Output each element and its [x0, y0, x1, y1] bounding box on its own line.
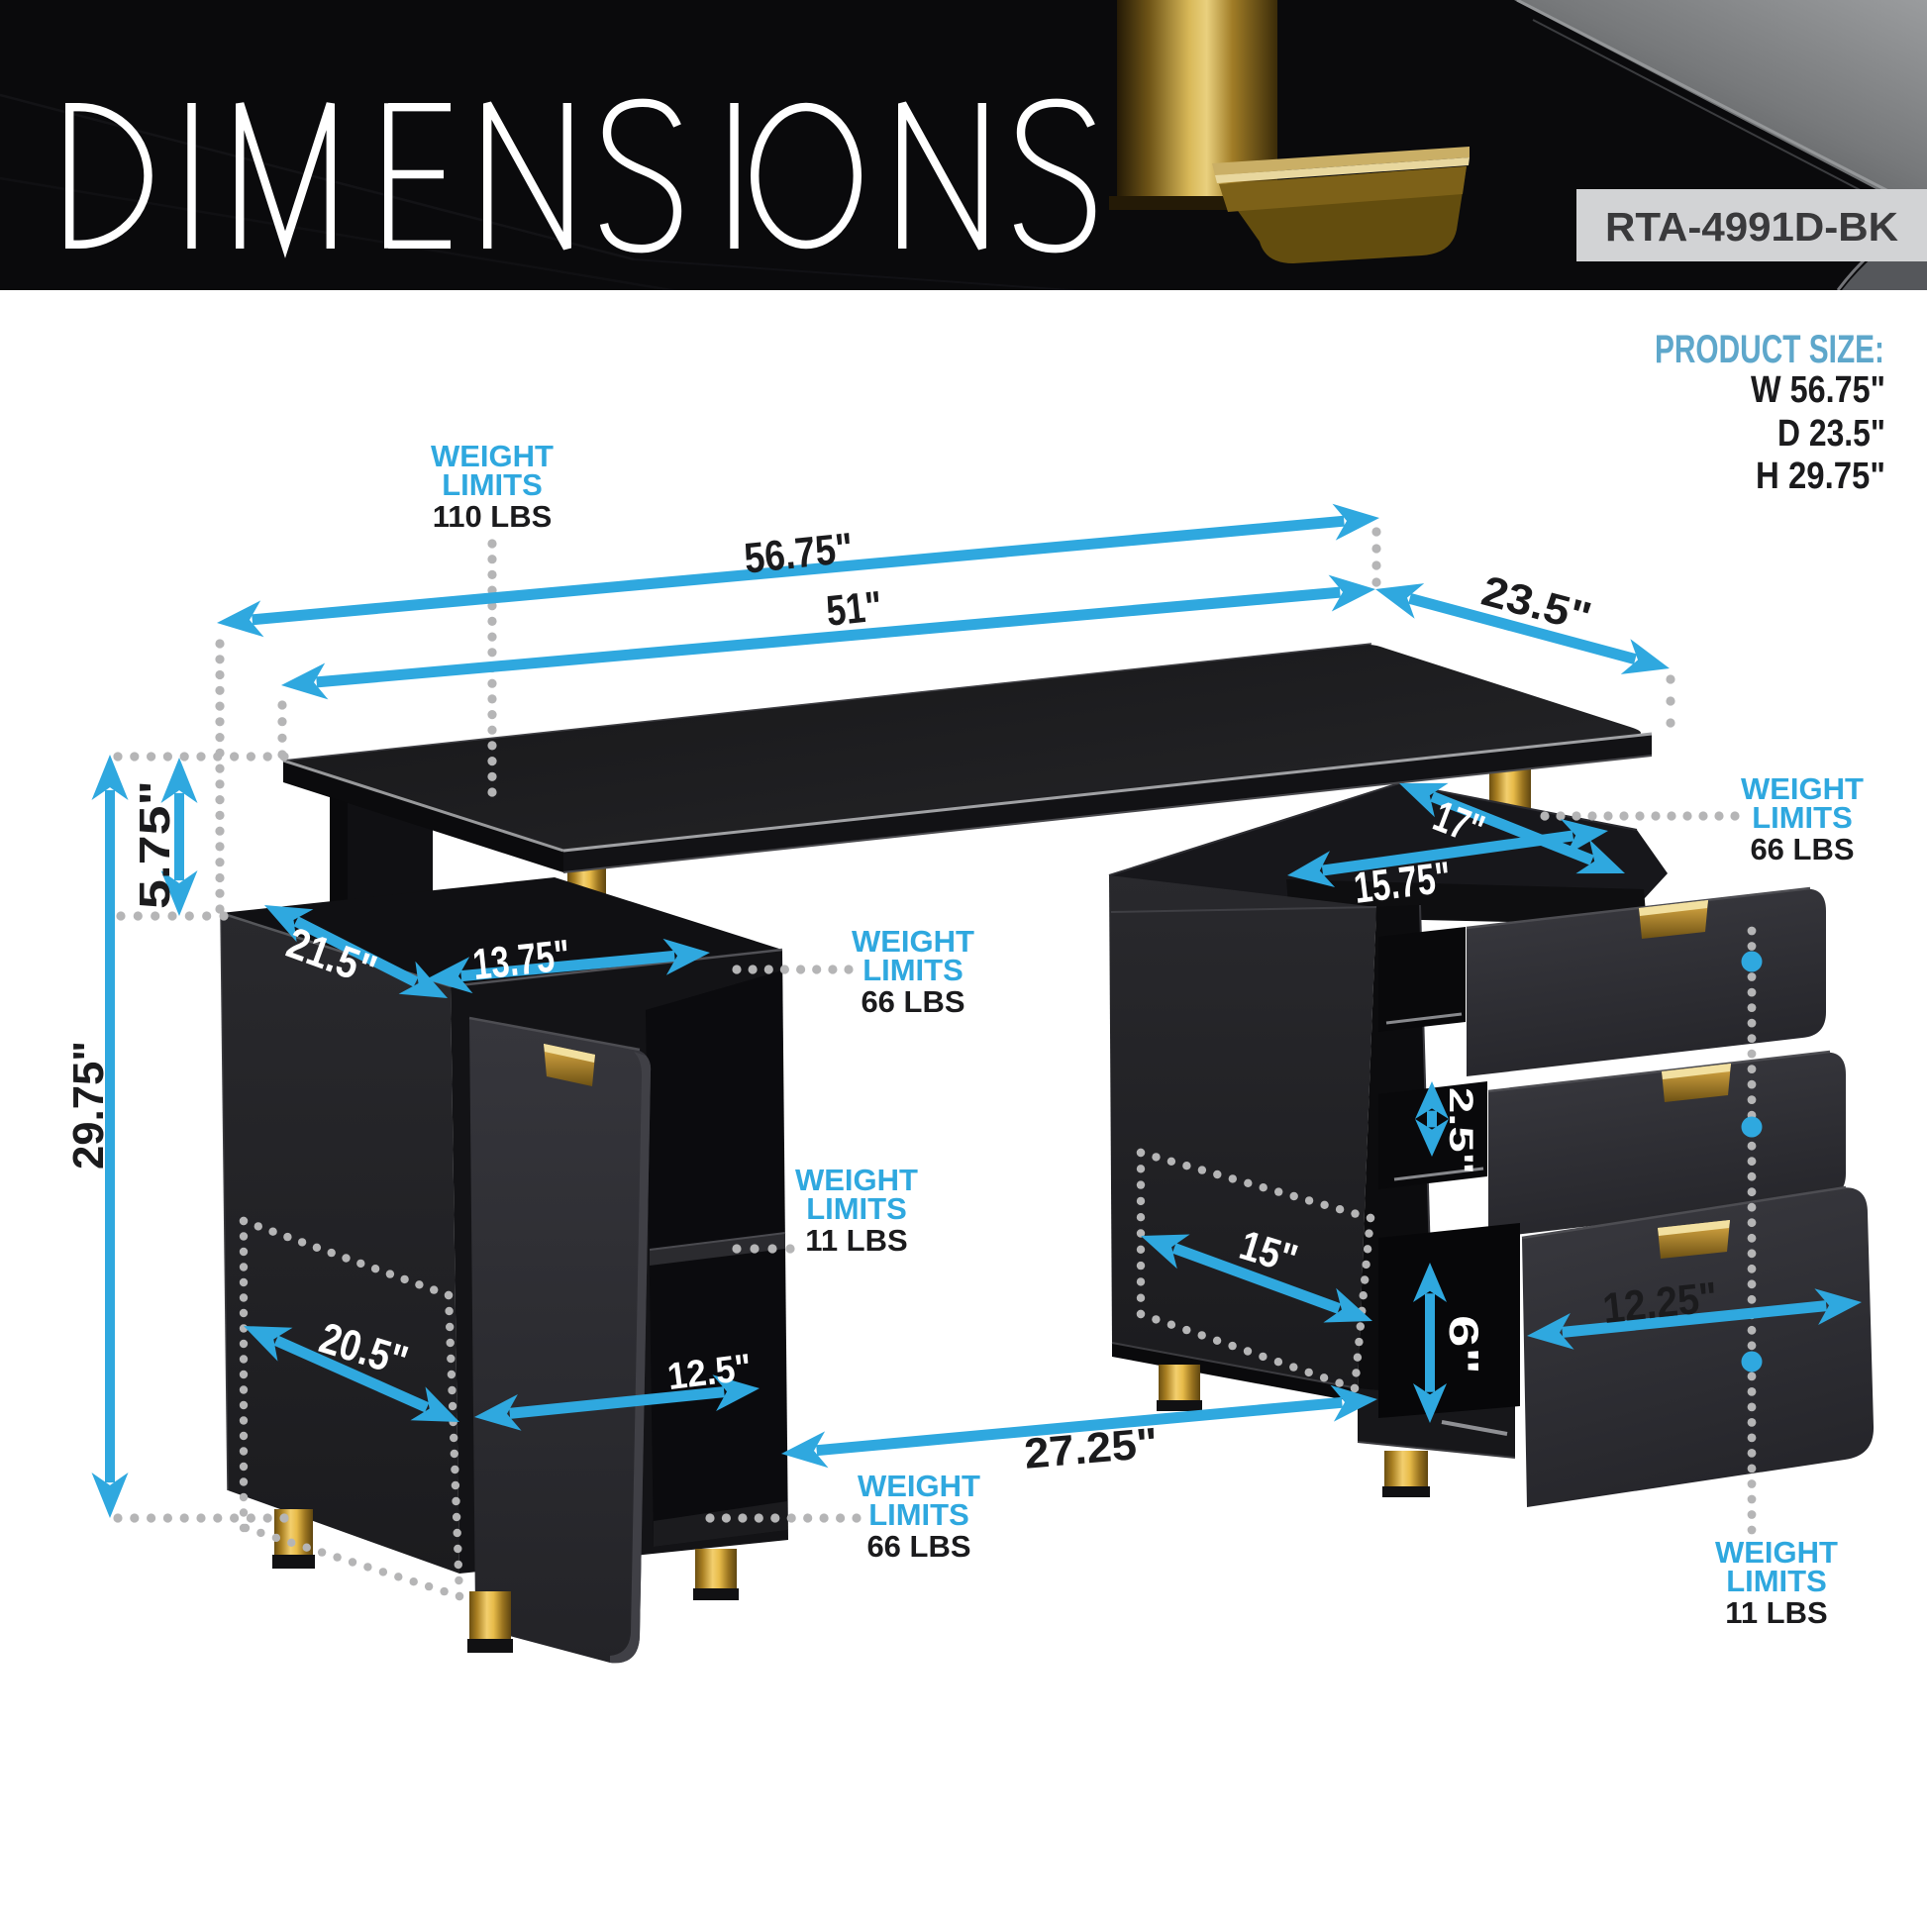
- svg-text:27.25": 27.25": [1022, 1419, 1160, 1478]
- svg-text:5.75": 5.75": [131, 780, 179, 909]
- svg-text:WEIGHT: WEIGHT: [1715, 1535, 1838, 1570]
- svg-text:WEIGHT: WEIGHT: [431, 439, 554, 473]
- svg-text:LIMITS: LIMITS: [442, 467, 543, 502]
- svg-text:WEIGHT: WEIGHT: [1741, 771, 1864, 806]
- svg-text:LIMITS: LIMITS: [862, 953, 964, 987]
- svg-text:D 23.5": D 23.5": [1777, 413, 1885, 455]
- svg-text:RTA-4991D-BK: RTA-4991D-BK: [1605, 204, 1898, 250]
- svg-text:12.5": 12.5": [665, 1347, 754, 1398]
- svg-text:LIMITS: LIMITS: [1726, 1564, 1827, 1598]
- svg-text:56.75": 56.75": [742, 524, 855, 582]
- svg-text:11 LBS: 11 LBS: [805, 1223, 907, 1258]
- svg-text:66 LBS: 66 LBS: [866, 1529, 970, 1564]
- svg-text:LIMITS: LIMITS: [806, 1191, 907, 1226]
- svg-text:2.5": 2.5": [1442, 1087, 1479, 1174]
- svg-text:LIMITS: LIMITS: [1752, 800, 1853, 835]
- svg-text:WEIGHT: WEIGHT: [858, 1469, 980, 1503]
- svg-text:51": 51": [824, 582, 884, 636]
- svg-text:110 LBS: 110 LBS: [433, 499, 553, 534]
- svg-text:WEIGHT: WEIGHT: [852, 924, 974, 959]
- svg-text:66 LBS: 66 LBS: [861, 984, 964, 1019]
- svg-text:13.75": 13.75": [470, 931, 572, 989]
- svg-text:29.75": 29.75": [64, 1041, 113, 1169]
- svg-text:WEIGHT: WEIGHT: [795, 1163, 918, 1197]
- svg-text:66 LBS: 66 LBS: [1750, 832, 1854, 866]
- svg-text:PRODUCT SIZE:: PRODUCT SIZE:: [1655, 328, 1884, 371]
- svg-text:6": 6": [1441, 1315, 1487, 1374]
- svg-text:11 LBS: 11 LBS: [1725, 1595, 1827, 1630]
- svg-text:LIMITS: LIMITS: [868, 1497, 969, 1532]
- svg-text:W 56.75": W 56.75": [1751, 369, 1885, 411]
- svg-text:H 29.75": H 29.75": [1756, 456, 1885, 497]
- svg-text:15.75": 15.75": [1352, 853, 1454, 913]
